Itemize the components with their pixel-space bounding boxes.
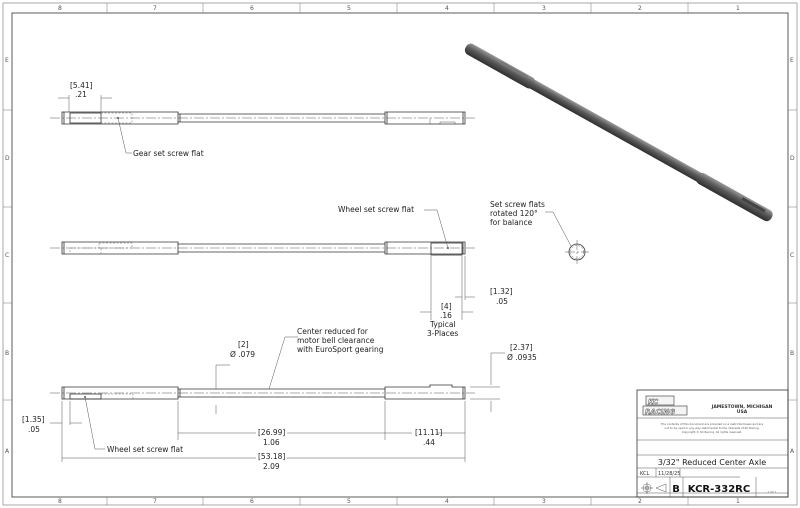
zone-row: A [5, 448, 10, 455]
part-number: KCR-332RC [688, 484, 750, 495]
zone-row: C [790, 252, 794, 259]
dim-mm: [2.37] [510, 343, 533, 352]
zone-col: 8 [58, 5, 62, 12]
center-note: with EuroSport gearing [297, 345, 384, 354]
zone-col: 8 [58, 498, 62, 505]
wheel-flat-note: Wheel set screw flat [107, 445, 183, 454]
wheel-flat-note: Wheel set screw flat [338, 205, 414, 214]
dim-note: Typical [429, 320, 456, 329]
drawing-title: 3/32" Reduced Center Axle [658, 458, 766, 467]
dim-in: .21 [75, 90, 87, 99]
drawn-by: KCL [640, 471, 649, 477]
end-view: Set screw flats rotated 120° for balance [490, 200, 589, 264]
zone-row: E [790, 57, 794, 64]
dim-in: .44 [423, 438, 435, 447]
zone-col: 4 [445, 5, 449, 12]
svg-text:RACING: RACING [645, 408, 675, 416]
date: 11/28/25 [658, 471, 680, 477]
zone-markers: 8 7 6 5 4 3 2 1 8 7 6 5 4 3 2 1 E D C B … [3, 3, 797, 505]
zone-row: D [5, 155, 10, 162]
wheel-flat [430, 242, 463, 256]
dim-in: Ø .0935 [507, 353, 537, 362]
dim-mm: [53.18] [258, 452, 285, 461]
kc-racing-logo: KC RACING [642, 395, 688, 416]
dim-in: Ø .079 [230, 350, 255, 359]
zone-row: E [5, 57, 9, 64]
zone-row: A [790, 448, 795, 455]
gear-flat-note: Gear set screw flat [133, 149, 204, 158]
disclaimer: Copyright © KC Racing. All rights reserv… [682, 430, 743, 434]
zone-col: 2 [638, 5, 642, 12]
dim-mm: [5.41] [70, 81, 93, 90]
location: USA [737, 409, 748, 415]
zone-row: B [5, 350, 9, 357]
zone-col: 6 [250, 5, 254, 12]
disclaimer: not to be used in any way detrimental to… [664, 426, 759, 430]
bottom-view-shaft: Wheel set screw flat [2] Ø .079 Center r… [22, 327, 537, 471]
zone-col: 6 [250, 498, 254, 505]
dim-in: 2.09 [263, 462, 280, 471]
dim-in: .16 [440, 311, 452, 320]
location: JAMESTOWN, MICHIGAN [711, 404, 773, 410]
title-block: KC RACING JAMESTOWN, MICHIGAN USA The co… [636, 389, 789, 498]
sheet-number: 1 OF 1 [767, 490, 776, 494]
top-view-shaft: [5.41] .21 Gear set screw flat [50, 81, 475, 158]
zone-col: 3 [542, 498, 546, 505]
zone-col: 4 [445, 498, 449, 505]
zone-col: 1 [736, 498, 740, 505]
dim-mm: [4] [441, 302, 452, 311]
projection-symbol-icon [641, 482, 667, 494]
zone-row: D [790, 155, 795, 162]
center-note: motor bell clearance [297, 336, 375, 345]
sheet-size: B [672, 484, 680, 495]
svg-text:KC: KC [648, 398, 659, 406]
disclaimer: The contents of this document are provid… [660, 422, 764, 426]
zone-col: 5 [347, 5, 351, 12]
dim-in: .05 [28, 425, 40, 434]
isometric-rod [464, 43, 773, 222]
zone-col: 5 [347, 498, 351, 505]
zone-row: C [5, 252, 9, 259]
end-note: rotated 120° [490, 209, 538, 218]
end-note: Set screw flats [490, 200, 545, 209]
dim-mm: [26.99] [258, 428, 285, 437]
dim-in: 1.06 [263, 438, 280, 447]
dim-mm: [1.35] [22, 415, 45, 424]
zone-col: 7 [153, 5, 157, 12]
dim-note: 3-Places [427, 329, 458, 338]
dim-mm: [11.11] [415, 428, 442, 437]
dim-in: .05 [496, 297, 508, 306]
zone-col: 1 [736, 5, 740, 12]
side-view-shaft: Wheel set screw flat [1.32] .05 [4] .16 … [50, 205, 513, 338]
dim-mm: [2] [238, 340, 249, 349]
inner-border [11, 12, 789, 498]
center-note: Center reduced for [297, 327, 369, 336]
zone-col: 7 [153, 498, 157, 505]
dim-mm: [1.32] [490, 287, 513, 296]
zone-col: 3 [542, 5, 546, 12]
end-note: for balance [490, 218, 533, 227]
zone-col: 2 [638, 498, 642, 505]
zone-row: B [790, 350, 794, 357]
